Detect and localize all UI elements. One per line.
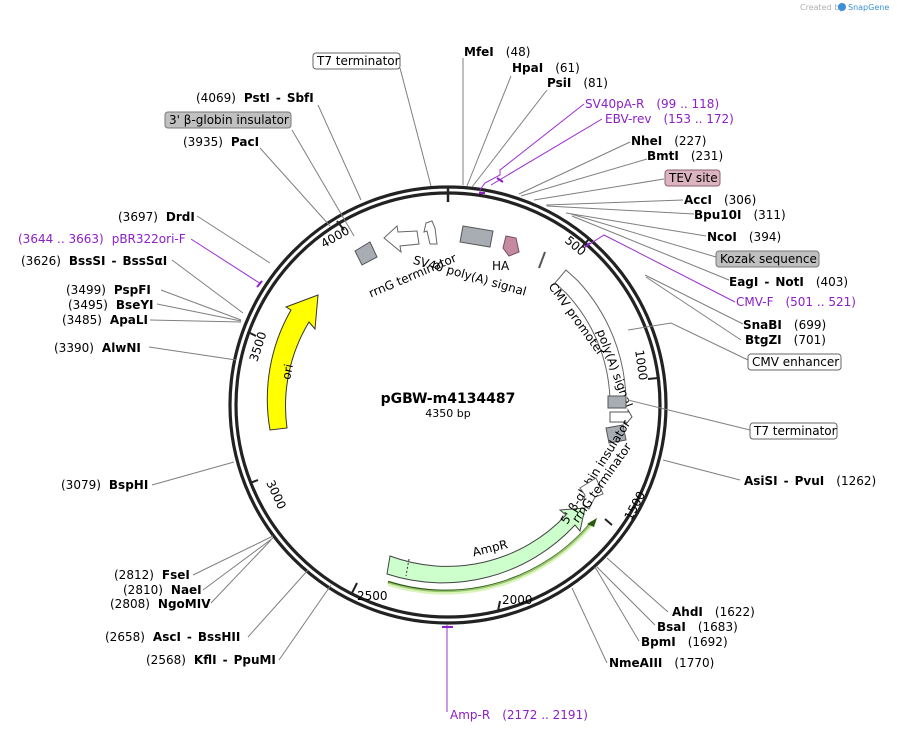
- ampr-arrow[interactable]: [386, 507, 586, 584]
- site-ncoi[interactable]: NcoI(394): [707, 230, 781, 244]
- site-ngomiv[interactable]: (2808)NgoMIV: [110, 597, 211, 611]
- rrng-arrow-right[interactable]: [609, 408, 633, 426]
- t7-top-label: T7 terminator: [316, 54, 400, 68]
- site-psti-sbfi[interactable]: (4069)PstI-SbfI: [196, 91, 314, 105]
- snapgene-credit: Created by SnapGene: [800, 3, 889, 12]
- tick-2000-mark: [497, 600, 501, 612]
- tick-2000: 2000: [502, 593, 533, 607]
- tick-3000-mark: [249, 479, 259, 484]
- ha-box[interactable]: [502, 235, 520, 257]
- ori-label: ori: [279, 363, 296, 381]
- primer-marks: [256, 177, 591, 628]
- brand-text: SnapGene: [848, 3, 889, 12]
- tick-1000: 1000: [632, 349, 650, 381]
- tick-1000-mark: [647, 377, 659, 380]
- tick-500-mark: [581, 238, 590, 248]
- site-nhei[interactable]: NheI(227): [631, 134, 706, 148]
- site-btgzi[interactable]: BtgZI(701): [745, 333, 826, 347]
- credit-text: Created by: [800, 3, 844, 12]
- right-labels: MfeI(48) HpaI(61) PsiI(81) SV40pA-R(99 .…: [450, 45, 876, 722]
- tick-2500: 2500: [357, 589, 388, 603]
- cmv-enhancer-box[interactable]: [747, 353, 842, 371]
- center-title: pGBW-m4134487 4350 bp: [381, 391, 516, 420]
- globin3-callout-box[interactable]: [164, 111, 292, 129]
- globin3-callout-label: 3' β-globin insulator: [169, 113, 289, 127]
- tick-1500-mark: [604, 518, 613, 526]
- site-bpmi[interactable]: BpmI(1692): [641, 635, 728, 649]
- plasmid-name: pGBW-m4134487: [381, 391, 516, 407]
- plasmid-length: 4350 bp: [425, 407, 470, 420]
- site-asisi-pvui[interactable]: AsiSI-PvuI(1262): [744, 474, 876, 488]
- site-paci[interactable]: (3935)PacI: [183, 135, 259, 149]
- tick-4000-mark: [336, 220, 345, 231]
- t7-top-box[interactable]: [312, 52, 401, 70]
- site-apali[interactable]: (3485)ApaLI: [62, 313, 148, 327]
- site-nmeaiii[interactable]: NmeAIII(1770): [609, 656, 714, 670]
- rrng-arrow-bottom[interactable]: [579, 477, 604, 510]
- rrng1-arrow[interactable]: [383, 225, 420, 254]
- cmv-enhancer-label: CMV enhancer: [752, 355, 839, 369]
- tev-site-box[interactable]: [664, 169, 721, 187]
- t7-right-label: T7 terminator: [753, 424, 837, 438]
- globin5-box[interactable]: [605, 424, 627, 444]
- site-bsphi[interactable]: (3079)BspHI: [61, 478, 148, 492]
- tick-1500: 1500: [622, 489, 649, 523]
- globin3-box[interactable]: [354, 241, 378, 266]
- site-naei[interactable]: (2810)NaeI: [123, 583, 202, 597]
- site-snabi[interactable]: SnaBI(699): [743, 318, 826, 332]
- primer-ebv-rev[interactable]: EBV-rev(153 .. 172): [605, 112, 734, 126]
- ha-label: HA: [492, 259, 510, 273]
- site-psii[interactable]: PsiI(81): [547, 76, 608, 90]
- site-bsai[interactable]: BsaI(1683): [657, 620, 738, 634]
- leader-lines: [148, 58, 751, 712]
- t7-terminator-box[interactable]: [607, 395, 627, 409]
- site-drdi[interactable]: (3697)DrdI: [118, 210, 195, 224]
- primer-sv40pa-r[interactable]: SV40pA-R(99 .. 118): [585, 97, 719, 111]
- ori-arrow[interactable]: [266, 294, 319, 431]
- kozak-box[interactable]: [715, 250, 820, 268]
- site-bseyi[interactable]: (3495)BseYI: [68, 298, 154, 312]
- ampr-orf-arrowhead: [587, 518, 597, 527]
- site-bmti[interactable]: BmtI(231): [647, 149, 723, 163]
- t7-top-arrow[interactable]: [423, 220, 438, 245]
- site-fsei[interactable]: (2812)FseI: [114, 568, 190, 582]
- site-bpu10i[interactable]: Bpu10I(311): [694, 208, 786, 222]
- site-hpai[interactable]: HpaI(61): [512, 61, 580, 75]
- site-asci-bsshii[interactable]: (2658)AscI-BssHII: [105, 630, 240, 644]
- site-bsssi[interactable]: (3626)BssSI-BssSαI: [21, 254, 167, 268]
- site-eagi-noti[interactable]: EagI-NotI(403): [729, 275, 848, 289]
- site-pspfi[interactable]: (3499)PspFI: [66, 283, 151, 297]
- tick-3500-mark: [247, 331, 257, 337]
- site-ahdi[interactable]: AhdI(1622): [672, 605, 755, 619]
- left-labels: T7 terminator (4069)PstI-SbfI 3' β-globi…: [18, 52, 401, 667]
- tick-3000: 3000: [263, 478, 289, 512]
- t7-right-box[interactable]: [749, 422, 838, 440]
- tick-3500: 3500: [247, 330, 270, 363]
- tick-2500-mark: [351, 582, 358, 594]
- kozak-label: Kozak sequence: [720, 252, 817, 266]
- backbone: [228, 185, 668, 625]
- site-alwni[interactable]: (3390)AlwNI: [54, 341, 141, 355]
- snapgene-logo-icon: [838, 3, 846, 11]
- primer-cmv-f[interactable]: CMV-F(501 .. 521): [736, 295, 856, 309]
- tev-site-label: TEV site: [668, 171, 718, 185]
- site-kfli-ppumi[interactable]: (2568)KflI-PpuMI: [146, 653, 276, 667]
- globin5-label: 5' β-globin insulator: [558, 417, 633, 526]
- primer-pbr322ori-f[interactable]: (3644 .. 3663)pBR322ori-F: [18, 232, 186, 246]
- site-acci[interactable]: AccI(306): [684, 193, 756, 207]
- sv40-box[interactable]: [459, 225, 494, 248]
- site-mfei[interactable]: MfeI(48): [464, 45, 530, 59]
- primer-amp-r[interactable]: Amp-R(2172 .. 2191): [450, 708, 588, 722]
